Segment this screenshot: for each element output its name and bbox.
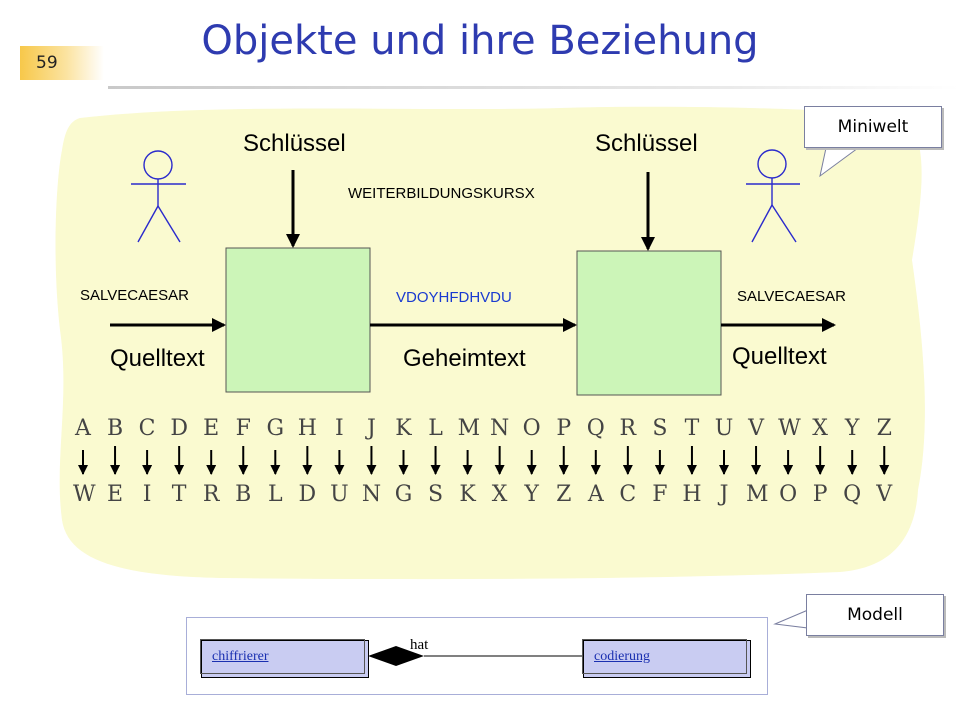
cipher-letter: S bbox=[428, 482, 444, 507]
modell-callout: Modell bbox=[806, 594, 944, 636]
title-divider bbox=[108, 86, 960, 89]
plain-letter: Z bbox=[876, 416, 892, 441]
slide-number: 59 bbox=[20, 46, 104, 80]
ciphertext-label: Geheimtext bbox=[403, 345, 526, 372]
cipher-letter: Q bbox=[843, 482, 862, 507]
cipher-letter: B bbox=[235, 482, 252, 507]
miniwelt-callout-tail bbox=[819, 147, 860, 178]
modell-frame bbox=[186, 617, 768, 695]
aggregation-diamond bbox=[368, 646, 424, 666]
cipher-letter: R bbox=[202, 482, 220, 507]
cipher-letter: I bbox=[142, 482, 152, 507]
cipher-letter: O bbox=[779, 482, 798, 507]
plain-letter: O bbox=[522, 416, 541, 441]
cipher-letter: E bbox=[107, 482, 124, 507]
plain-letter: B bbox=[106, 416, 124, 441]
cipher-letter: M bbox=[746, 482, 769, 507]
key-label-left: Schlüssel bbox=[243, 130, 346, 157]
cipher-letter: W bbox=[73, 482, 96, 507]
encryptor-box bbox=[225, 247, 371, 393]
miniwelt-background bbox=[55, 106, 925, 580]
cipher-letter: P bbox=[812, 482, 828, 507]
cipher-letter: H bbox=[682, 482, 702, 507]
plain-letter: D bbox=[170, 416, 188, 441]
uml-class-chiffrierer: chiffrierer bbox=[200, 639, 369, 678]
association-label: hat bbox=[410, 637, 429, 653]
plain-letter: T bbox=[684, 416, 700, 441]
substitution-arrows bbox=[78, 446, 890, 475]
plain-letter: X bbox=[812, 416, 828, 441]
cipher-letter: X bbox=[491, 482, 508, 507]
key-label-right: Schlüssel bbox=[595, 130, 698, 157]
person-left-icon bbox=[131, 150, 186, 243]
cipher-letter: U bbox=[330, 482, 349, 507]
plain-letter: V bbox=[748, 416, 764, 441]
cipher-letter: T bbox=[171, 482, 187, 507]
plain-letter: J bbox=[367, 416, 376, 441]
ciphertext: VDOYHFDHVDU bbox=[396, 289, 512, 306]
cipher-letter: N bbox=[361, 482, 382, 507]
plaintext-in-label: Quelltext bbox=[110, 345, 205, 372]
cipher-letter: L bbox=[267, 482, 283, 507]
plain-letter: N bbox=[490, 416, 510, 441]
cipher-letter: J bbox=[719, 482, 729, 507]
cipher-letter: D bbox=[298, 482, 317, 507]
decryptor-box bbox=[576, 250, 722, 396]
cipher-letter: Y bbox=[524, 482, 539, 507]
miniwelt-callout: Miniwelt bbox=[804, 106, 942, 148]
plain-letter: E bbox=[203, 416, 220, 441]
cipher-letter: A bbox=[587, 482, 604, 507]
plaintext-out: SALVECAESAR bbox=[737, 288, 846, 305]
plain-letter: M bbox=[457, 416, 481, 441]
plain-letter: L bbox=[428, 416, 443, 441]
cipher-letter: F bbox=[652, 482, 668, 507]
key-word: WEITERBILDUNGSKURSX bbox=[348, 185, 535, 202]
cipher-letter: K bbox=[459, 482, 476, 507]
plain-letter: Y bbox=[844, 416, 860, 441]
plain-letter: G bbox=[266, 416, 285, 441]
cipher-letter: V bbox=[876, 482, 893, 507]
plain-letter: W bbox=[778, 416, 801, 441]
slide-title: Objekte und ihre Beziehung bbox=[201, 18, 759, 64]
cipher-letter: G bbox=[394, 482, 413, 507]
person-right-icon bbox=[746, 149, 800, 243]
plain-letter: C bbox=[138, 416, 156, 441]
plain-letter: A bbox=[75, 416, 91, 441]
cipher-letter: Z bbox=[556, 482, 572, 507]
plain-letter: S bbox=[652, 416, 668, 441]
plain-letter: U bbox=[714, 416, 734, 441]
plain-letter: K bbox=[395, 416, 412, 441]
uml-class-codierung: codierung bbox=[582, 639, 751, 678]
plain-letter: R bbox=[619, 416, 637, 441]
plain-letter: I bbox=[335, 416, 344, 441]
cipher-letter: C bbox=[619, 482, 637, 507]
plain-letter: H bbox=[297, 416, 317, 441]
plain-letter: Q bbox=[586, 416, 605, 441]
plain-letter: P bbox=[556, 416, 572, 441]
plaintext-in: SALVECAESAR bbox=[80, 287, 189, 304]
modell-callout-tail bbox=[773, 609, 809, 629]
plain-letter: F bbox=[235, 416, 251, 441]
plaintext-out-label: Quelltext bbox=[732, 343, 827, 370]
